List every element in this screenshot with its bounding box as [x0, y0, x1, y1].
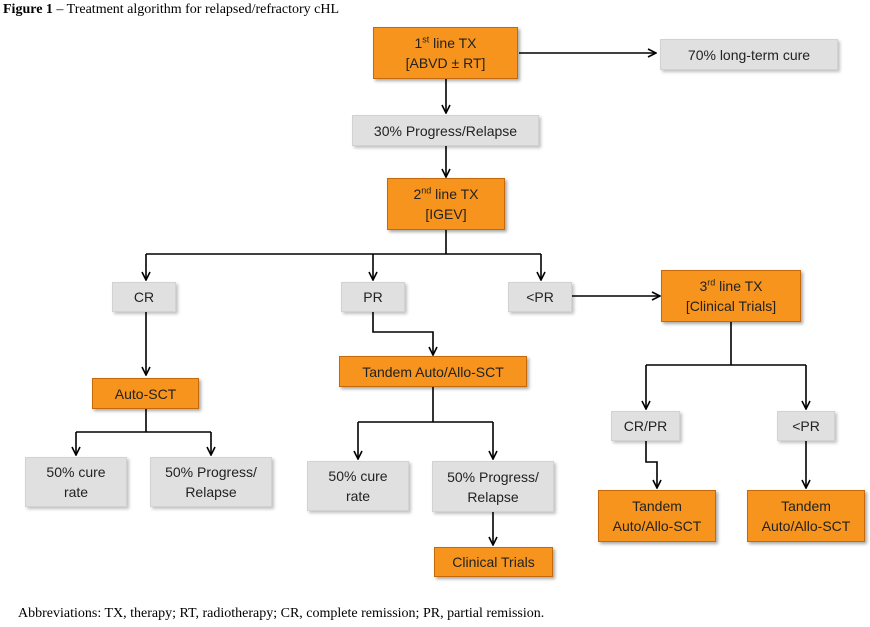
- connector-tandem-split: [358, 387, 493, 423]
- figure-label: Figure 1: [3, 2, 53, 17]
- node-tandem-right: Tandem Auto/Allo-SCT: [747, 490, 865, 542]
- node-less-than-pr: <PR: [508, 282, 572, 312]
- node-clinical-trials: Clinical Trials: [434, 547, 553, 577]
- node-progress-relapse-left: 50% Progress/ Relapse: [150, 457, 272, 507]
- abbreviations-footnote: Abbreviations: TX, therapy; RT, radiothe…: [18, 606, 545, 621]
- connector-auto-split: [76, 408, 211, 433]
- node-second-line-tx: 2nd line TX [IGEV]: [387, 178, 505, 230]
- figure-caption: Figure 1 – Treatment algorithm for relap…: [3, 2, 339, 18]
- node-cure-rate-mid: 50% cure rate: [307, 461, 409, 511]
- node-progress-relapse-mid: 50% Progress/ Relapse: [432, 461, 554, 512]
- node-tandem-auto-allo-sct: Tandem Auto/Allo-SCT: [339, 356, 527, 387]
- node-first-line-tx: 1st line TX [ABVD ± RT]: [373, 27, 518, 79]
- figure-title: – Treatment algorithm for relapsed/refra…: [52, 2, 340, 17]
- node-less-than-pr-right: <PR: [777, 411, 835, 441]
- connector-second-split: [146, 230, 541, 255]
- node-progress-relapse-30: 30% Progress/Relapse: [352, 115, 539, 146]
- node-long-term-cure: 70% long-term cure: [660, 39, 838, 70]
- node-third-line-tx: 3rd line TX [Clinical Trials]: [661, 270, 801, 322]
- node-cr-pr: CR/PR: [611, 411, 680, 441]
- node-tandem-left: Tandem Auto/Allo-SCT: [598, 490, 716, 542]
- node-cure-rate-left: 50% cure rate: [25, 457, 127, 507]
- node-pr: PR: [341, 282, 405, 312]
- node-cr: CR: [112, 282, 176, 312]
- connector-crpr-to-tandem: [645, 441, 657, 488]
- connector-pr-to-tandem: [372, 312, 433, 355]
- node-auto-sct: Auto-SCT: [92, 378, 199, 409]
- connector-third-split: [646, 322, 806, 366]
